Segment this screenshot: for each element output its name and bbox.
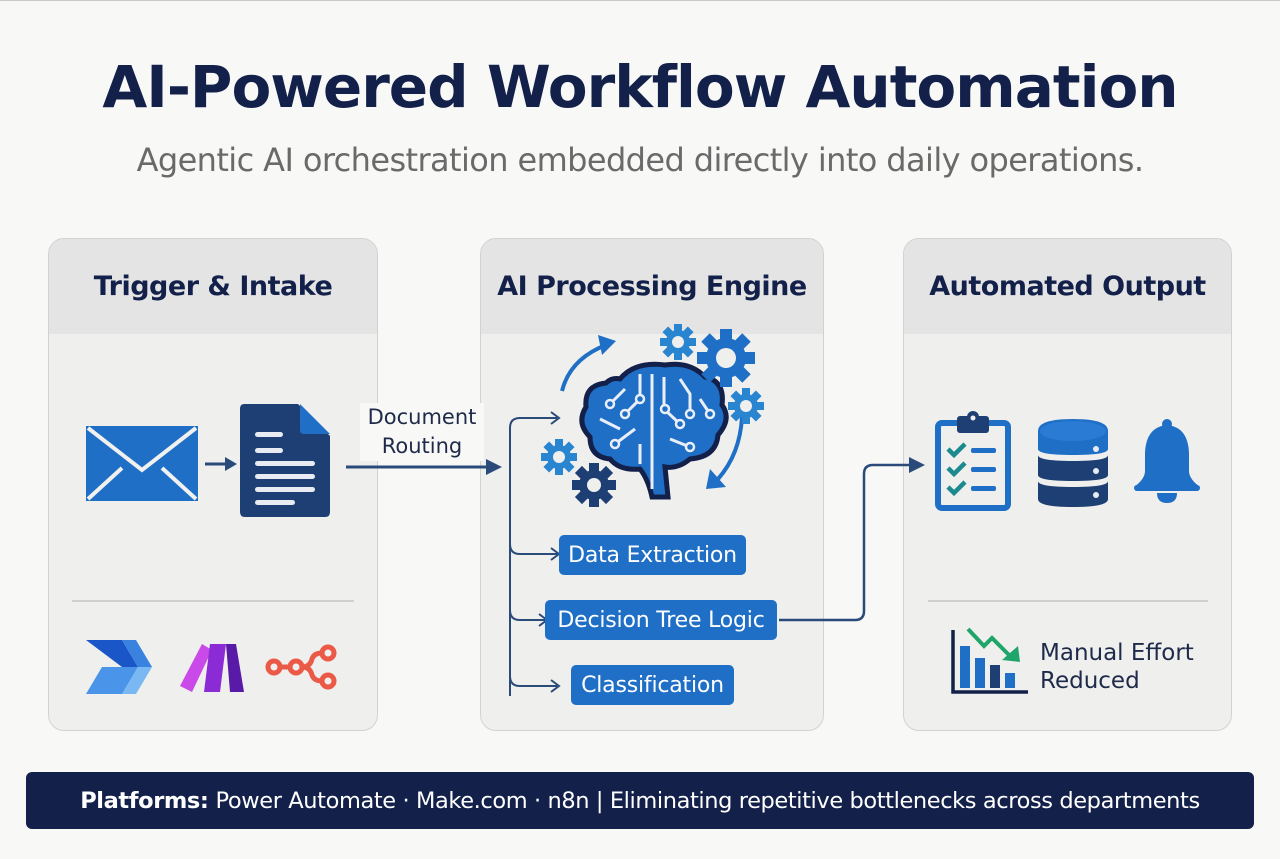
footer-text: Power Automate · Make.com · n8n | Elimin… — [215, 787, 1201, 814]
manual-effort-reduced-label: Manual Effort Reduced — [1040, 639, 1194, 695]
divider — [928, 600, 1208, 602]
branch-connector — [509, 411, 561, 696]
gear-icon — [728, 388, 764, 424]
bell-icon — [1134, 419, 1200, 503]
step-classification: Classification — [571, 665, 734, 705]
routing-label-line: Routing — [381, 434, 463, 458]
n8n-logo — [265, 644, 337, 690]
gear-icon — [541, 439, 577, 475]
document-routing-label: Document Routing — [360, 403, 484, 461]
email-icon — [86, 426, 198, 501]
step-data-extraction: Data Extraction — [559, 535, 746, 575]
gear-icon — [660, 324, 696, 360]
footer-label: Platforms: — [80, 787, 209, 814]
page-title: AI-Powered Workflow Automation — [102, 53, 1178, 121]
gear-icon — [697, 329, 755, 387]
gear-icon — [572, 463, 616, 507]
arrow-icon — [205, 457, 237, 471]
panel-title: Trigger & Intake — [49, 239, 377, 334]
database-icon — [1038, 419, 1108, 507]
panel-title: AI Processing Engine — [481, 239, 823, 334]
footer-banner: Platforms: Power Automate · Make.com · n… — [26, 772, 1254, 829]
panel-title: Automated Output — [904, 239, 1231, 334]
make-logo — [180, 644, 244, 692]
metric-line: Manual Effort — [1040, 640, 1194, 666]
page-subtitle: Agentic AI orchestration embedded direct… — [136, 141, 1144, 179]
checklist-clipboard-icon — [935, 411, 1011, 511]
brain-circuit-icon — [560, 335, 744, 500]
routing-label-line: Document — [367, 405, 477, 429]
document-routing-arrow — [346, 459, 502, 475]
power-automate-logo — [86, 640, 152, 694]
divider — [72, 600, 354, 602]
document-icon — [240, 404, 330, 517]
chart-decrease-icon — [951, 627, 1028, 694]
step-decision-tree-logic: Decision Tree Logic — [545, 600, 777, 640]
metric-line: Reduced — [1040, 668, 1140, 694]
output-connector-arrow — [779, 457, 925, 622]
